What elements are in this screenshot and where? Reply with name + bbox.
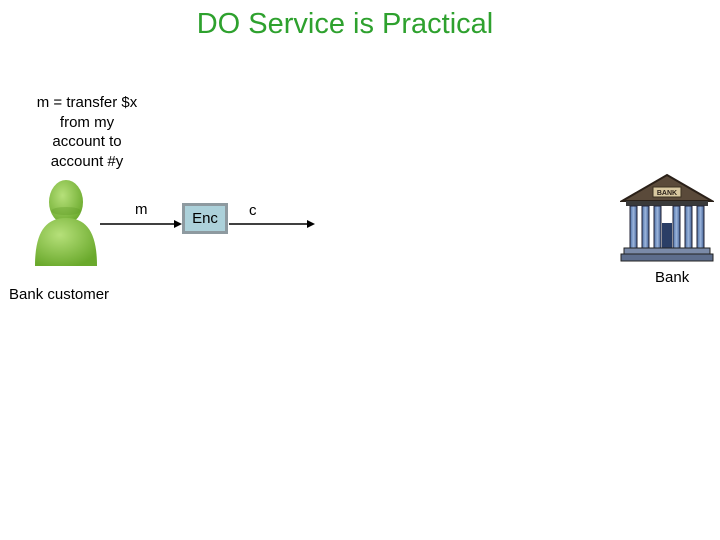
slide-title: DO Service is Practical (196, 8, 494, 40)
m-label: m (135, 201, 148, 218)
message-note: m = transfer $x from my account to accou… (22, 93, 152, 171)
note-line: account #y (50, 152, 124, 170)
enc-label: Enc (192, 210, 218, 227)
enc-box: Enc (182, 203, 228, 234)
bank-label: Bank (655, 269, 690, 286)
bank-sign-text: BANK (657, 190, 677, 197)
customer-label: Bank customer (9, 286, 110, 303)
note-line: from my (59, 113, 115, 131)
c-label: c (249, 202, 257, 219)
bank-building-icon: BANK (620, 173, 714, 262)
note-line: account to (52, 133, 122, 150)
person-icon (35, 180, 97, 266)
note-line: m = transfer $x (36, 94, 138, 111)
